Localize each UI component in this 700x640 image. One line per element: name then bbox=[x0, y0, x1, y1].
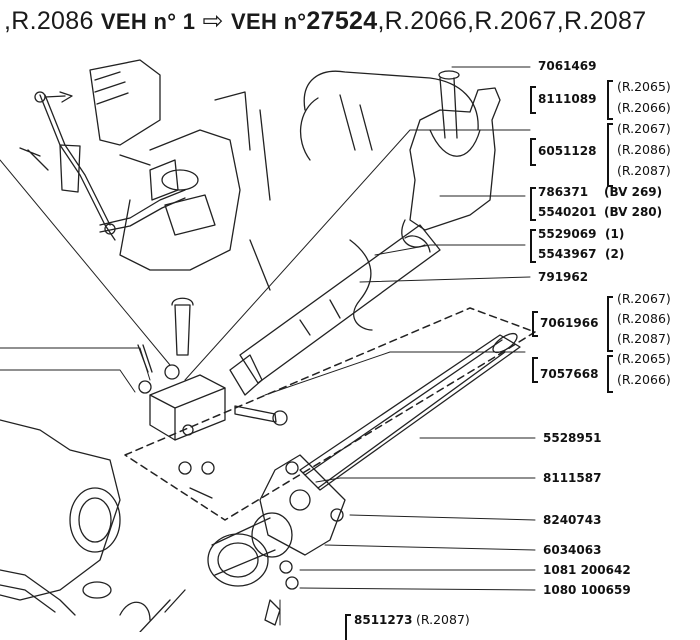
part-6051128: 6051128 bbox=[538, 144, 597, 158]
shift-fork-housing bbox=[299, 70, 501, 248]
part-791962: 791962 bbox=[538, 270, 589, 284]
control-tube bbox=[259, 332, 521, 556]
part-5543967: 5543967 bbox=[538, 247, 597, 261]
brace-7057668 bbox=[532, 357, 538, 383]
variant-6051128-b: (R.2086) bbox=[617, 142, 671, 157]
brace-8111089-variants bbox=[607, 80, 613, 120]
variant-5540201: (BV 280) bbox=[604, 205, 663, 219]
header-arrow: ⇨ bbox=[195, 7, 232, 35]
variant-7061966-c: (R.2087) bbox=[617, 331, 671, 346]
brace-7061966 bbox=[532, 311, 538, 337]
brace-6051128 bbox=[530, 138, 536, 166]
variant-6051128-a: (R.2067) bbox=[617, 121, 671, 136]
part-1080-100659: 1080 100659 bbox=[543, 583, 631, 597]
part-786371: 786371 bbox=[538, 185, 589, 199]
variant-7061966-a: (R.2067) bbox=[617, 291, 671, 306]
part-5528951: 5528951 bbox=[543, 431, 602, 445]
part-8111587: 8111587 bbox=[543, 471, 602, 485]
brace-8511273 bbox=[345, 614, 351, 640]
part-5540201: 5540201 bbox=[538, 205, 597, 219]
brace-6051128-variants bbox=[607, 123, 613, 187]
brace-7061966-variants bbox=[607, 296, 613, 352]
header-models-2: ,R.2066,R.2067,R.2087 bbox=[377, 7, 647, 35]
gearbox-linkage-sketch bbox=[19, 59, 271, 291]
part-8240743: 8240743 bbox=[543, 513, 602, 527]
variant-786371: (BV 269) bbox=[604, 185, 663, 199]
gearbox-casing-lower bbox=[0, 419, 186, 632]
variant-5543967: (2) bbox=[605, 247, 625, 261]
part-7061966: 7061966 bbox=[540, 316, 599, 330]
part-6034063: 6034063 bbox=[543, 543, 602, 557]
header-models-1: ,R.2086 bbox=[4, 7, 101, 35]
variant-7057668-b: (R.2066) bbox=[617, 372, 671, 387]
selector-shaft-upper bbox=[229, 224, 441, 396]
variant-8111089-b: (R.2066) bbox=[617, 100, 671, 115]
page-header: ,R.2086 VEH n° 1 ⇨ VEH n°27524,R.2066,R.… bbox=[4, 6, 646, 36]
part-1081-200642: 1081 200642 bbox=[543, 563, 631, 577]
clevis-assembly bbox=[137, 297, 288, 499]
variant-6051128-c: (R.2087) bbox=[617, 163, 671, 178]
part-8511273: 8511273 bbox=[354, 613, 413, 627]
brace-7057668-variants bbox=[607, 355, 613, 393]
variant-8511273: (R.2087) bbox=[416, 612, 470, 627]
brace-786371 bbox=[530, 187, 536, 221]
variant-8111089-a: (R.2065) bbox=[617, 79, 671, 94]
rubber-boot bbox=[207, 512, 299, 626]
header-veh-label: VEH n° bbox=[231, 9, 307, 34]
part-8111089: 8111089 bbox=[538, 92, 597, 106]
variant-5529069: (1) bbox=[605, 227, 625, 241]
header-veh-number: 27524 bbox=[306, 7, 378, 35]
part-7061469: 7061469 bbox=[538, 59, 597, 73]
variant-7057668-a: (R.2065) bbox=[617, 351, 671, 366]
brace-5529069 bbox=[530, 229, 536, 263]
brace-8111089 bbox=[530, 86, 536, 114]
part-7057668: 7057668 bbox=[540, 367, 599, 381]
header-veh-start: VEH n° 1 bbox=[100, 9, 196, 34]
variant-7061966-b: (R.2086) bbox=[617, 311, 671, 326]
part-5529069: 5529069 bbox=[538, 227, 597, 241]
